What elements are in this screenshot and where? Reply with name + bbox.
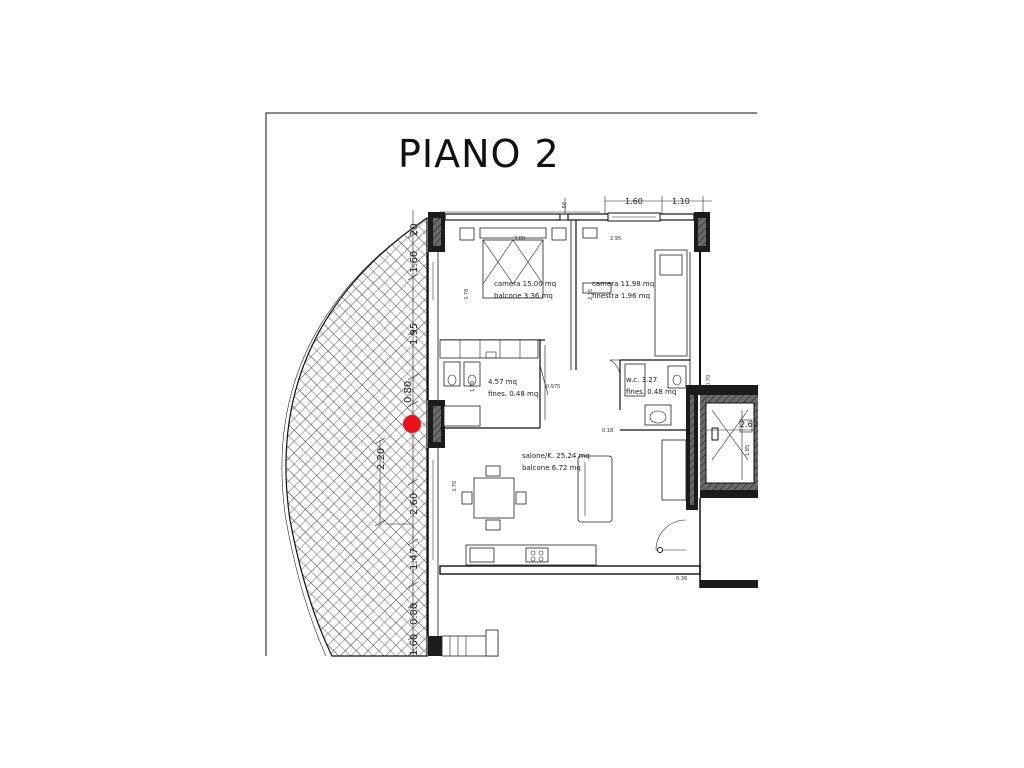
dim-top-1: 1.10 [672,197,690,206]
dim-inner-0: 3.80 [514,236,525,242]
room-bagno2-window: fines. 0.48 mq [626,388,676,396]
window-top [607,212,661,222]
wardrobe-1 [439,339,539,359]
room-camera1-balcony: balcone 3.36 mq [494,292,553,300]
dim-inner-11: 0.36 [676,576,687,582]
terrace-dimension-chain [374,210,419,656]
dim-top-2: .50 [562,202,568,210]
dining-table [461,465,527,531]
sofa [577,439,687,523]
dim-inner-8: 2.60 [740,420,758,429]
dim-inner-7: 3.70 [452,481,458,492]
entry-door [655,519,687,553]
bathroom-2 [609,359,687,426]
dim-side-5: 2.60 [409,493,420,515]
terrace [285,216,428,657]
room-bagno1-window: fines. 0.48 mq [488,390,538,398]
dim-inner-2: 3.78 [464,289,470,300]
top-dimension-chain [440,196,712,214]
stairwell [706,409,754,480]
dim-side-8: 1.60 [409,634,420,656]
kitchen-counter [465,544,597,566]
dim-side-4: 2.20 [376,448,387,470]
room-bagno2-area: w.c. 3.27 [626,376,657,384]
dim-top-0: 1.60 [625,197,643,206]
dim-inner-1: 2.95 [610,236,621,242]
location-marker[interactable] [403,415,421,433]
dim-side-1: 1.60 [409,251,420,273]
dim-inner-9: 1.85 [745,445,751,456]
dim-side-0: 20 [409,223,420,236]
room-salone-balcony: balcone 6.72 mq [522,464,581,472]
room-bagno1-area: 4.57 mq [488,378,517,386]
lift [739,419,753,433]
room-camera1-name: camera 15.00 mq [494,280,556,288]
dim-side-2: 1.95 [409,323,420,345]
plan-title: PIANO 2 [398,132,560,176]
dim-side-3: 0.80 [403,381,414,403]
dim-inner-5: 1.70 [470,381,476,392]
walls [427,212,758,656]
dim-inner-3: 2.75 [588,289,594,300]
bed-2 [582,227,688,357]
dim-inner-12: 0.18 [602,428,613,434]
bed-1 [459,227,567,299]
lower-stair [441,629,499,657]
sheet-frame [265,112,757,656]
bathroom-1 [443,351,549,427]
dim-side-7: 0.80 [409,603,420,625]
room-camera2-window: finestra 1.96 mq [592,292,650,300]
terrace-edge [281,221,422,657]
dim-side-6: 1.47 [409,548,420,570]
dim-inner-4: 0.975 [546,384,560,390]
room-camera2-name: camera 11.98 mq [592,280,654,288]
room-salone-name: salone/K. 25.24 mq [522,452,590,460]
dim-inner-10: 0.70 [706,375,712,386]
